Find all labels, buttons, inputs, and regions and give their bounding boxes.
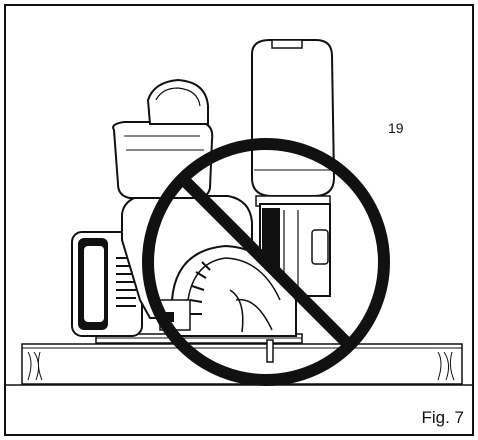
motor-housing: [71, 231, 143, 337]
prohibition-icon: [142, 138, 390, 386]
reference-number: 19: [388, 120, 404, 136]
figure-caption: Fig. 7: [421, 408, 464, 427]
blade-tip: [266, 339, 274, 363]
front-knob-handle: [112, 78, 214, 199]
